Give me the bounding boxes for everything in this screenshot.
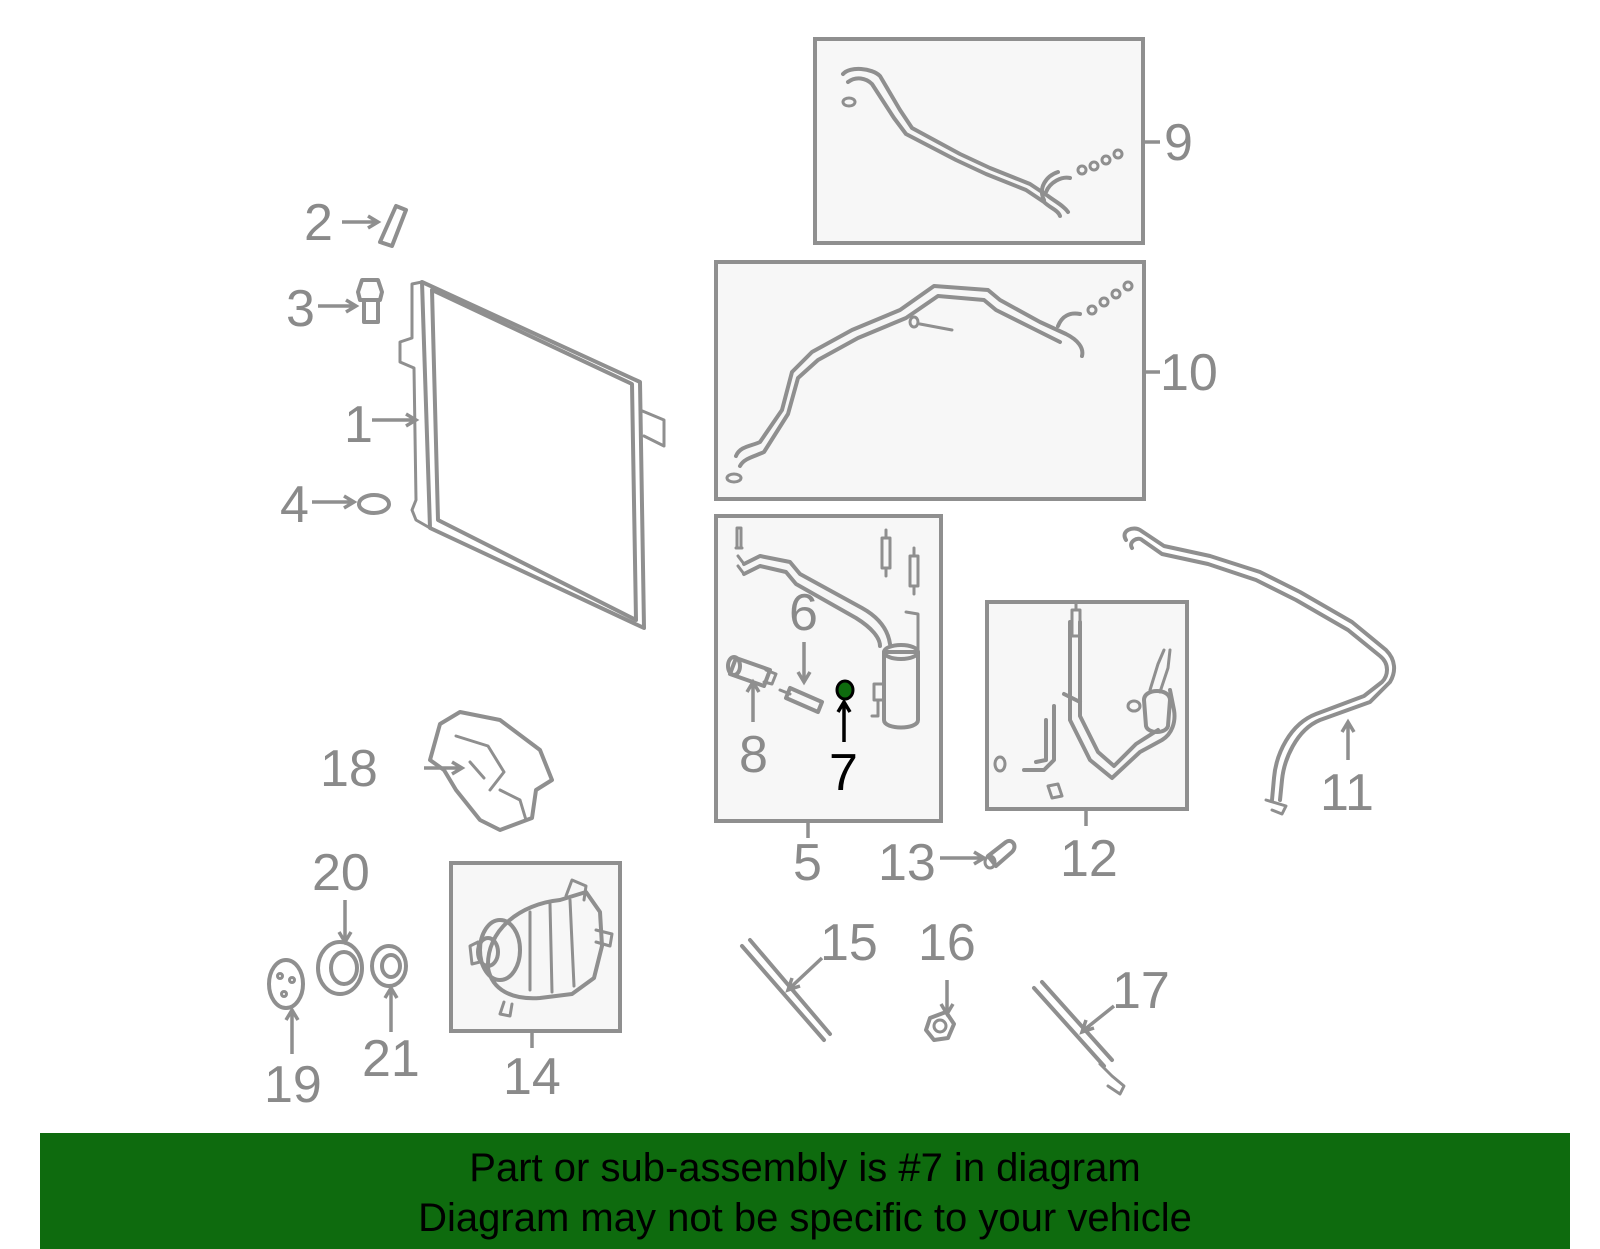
o-ring-part-4[interactable] <box>357 493 391 515</box>
label-part-15: 15 <box>820 914 878 972</box>
bracket-part-18[interactable] <box>428 710 554 832</box>
compressor-part-14[interactable] <box>468 878 614 1018</box>
banner-line-1: Part or sub-assembly is #7 in diagram <box>469 1146 1141 1190</box>
label-part-6: 6 <box>789 584 818 642</box>
label-part-19: 19 <box>264 1056 322 1114</box>
label-part-16: 16 <box>918 914 976 972</box>
clutch-plate-part-19[interactable] <box>267 958 305 1010</box>
coil-part-21[interactable] <box>370 944 408 988</box>
stud-part-17[interactable] <box>1032 980 1126 1096</box>
box-14 <box>449 861 622 1033</box>
nut-part-16[interactable] <box>924 1010 956 1042</box>
ac-line-part-12[interactable] <box>993 600 1177 800</box>
accumulator-part-5[interactable] <box>734 526 920 730</box>
label-part-11: 11 <box>1320 764 1374 822</box>
leader-lines <box>284 140 1356 1054</box>
label-part-9: 9 <box>1164 114 1193 172</box>
ac-line-part-11[interactable] <box>1122 526 1397 816</box>
connector-part-13[interactable] <box>983 839 1017 870</box>
bolt-part-3[interactable] <box>356 278 384 324</box>
label-part-21: 21 <box>362 1030 420 1088</box>
o-ring-part-7-highlighted[interactable] <box>835 679 855 701</box>
label-part-13: 13 <box>878 834 936 892</box>
box-9 <box>813 37 1145 245</box>
label-part-20: 20 <box>312 844 370 902</box>
ac-line-part-9[interactable] <box>841 67 1124 218</box>
label-part-5: 5 <box>793 834 822 892</box>
label-part-1: 1 <box>344 396 373 454</box>
label-part-2: 2 <box>304 194 333 252</box>
label-part-18: 18 <box>320 740 378 798</box>
info-banner: Part or sub-assembly is #7 in diagram Di… <box>40 1133 1570 1249</box>
bolt-part-15[interactable] <box>740 938 832 1042</box>
label-part-8: 8 <box>739 726 768 784</box>
condenser-part-1[interactable] <box>398 280 666 630</box>
label-part-10: 10 <box>1160 344 1218 402</box>
label-part-14: 14 <box>503 1048 561 1106</box>
ac-line-part-10[interactable] <box>725 280 1134 484</box>
box-10 <box>714 260 1146 501</box>
label-part-12: 12 <box>1060 830 1118 888</box>
banner-line-2: Diagram may not be specific to your vehi… <box>418 1196 1192 1240</box>
label-part-17: 17 <box>1112 962 1170 1020</box>
label-part-4: 4 <box>280 476 309 534</box>
box-5 <box>714 514 943 823</box>
box-12 <box>985 600 1189 811</box>
pressure-switch-part-8[interactable] <box>726 655 778 688</box>
pulley-part-20[interactable] <box>316 940 364 996</box>
label-part-3: 3 <box>286 280 315 338</box>
valve-core-part-6[interactable] <box>778 686 824 714</box>
label-part-7: 7 <box>829 744 858 802</box>
bracket-part-2[interactable] <box>378 204 408 248</box>
